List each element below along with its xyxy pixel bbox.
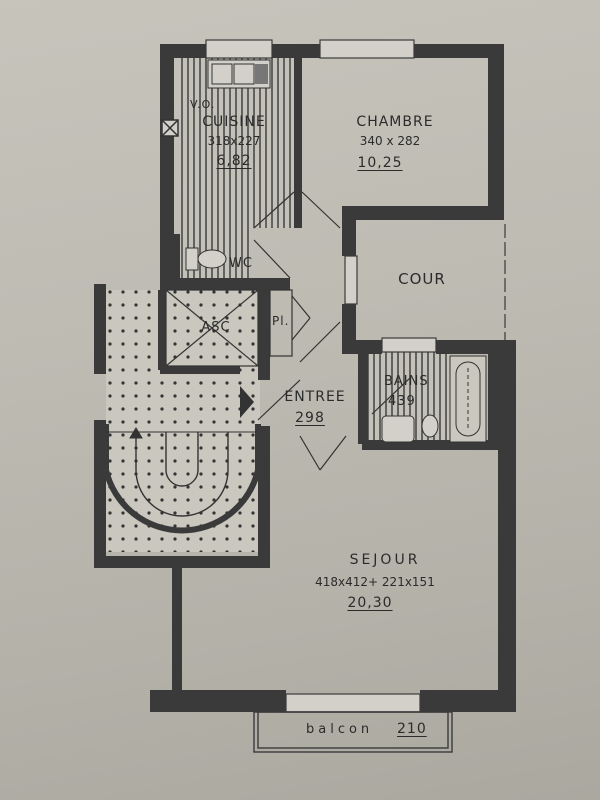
sejour-name: SEJOUR (349, 552, 421, 568)
kitchen-sink (207, 59, 271, 89)
balcony-outline (253, 711, 453, 753)
cuisine-name: CUISINE (202, 114, 266, 130)
vo-label: V.O. (190, 98, 216, 111)
washbasin-icon (381, 415, 415, 443)
entree-area: 298 (295, 410, 325, 426)
sejour-dims: 418x412+ 221x151 (315, 575, 435, 589)
windows (205, 39, 437, 713)
entree-name: ENTREE (284, 389, 346, 405)
cour-name: COUR (398, 270, 446, 288)
balcon-name: balcon (306, 722, 374, 737)
door-swings (253, 191, 411, 471)
balcon-area: 210 (397, 721, 427, 737)
placard-outline (269, 289, 293, 357)
sejour-area: 20,30 (347, 595, 393, 611)
elevator-shaft (165, 289, 259, 367)
vo-shaft-icon (161, 119, 179, 137)
bidet-icon (421, 414, 439, 438)
bathtub-icon (449, 355, 487, 443)
walls (94, 44, 516, 712)
wc-name: WC (229, 256, 253, 271)
chambre-dims: 340 x 282 (359, 134, 421, 148)
chambre-name: CHAMBRE (356, 114, 434, 130)
asc-name: ASC (201, 320, 231, 335)
cuisine-area: 6,82 (216, 153, 252, 169)
chambre-area: 10,25 (357, 155, 403, 171)
placard-name: Pl. (272, 314, 290, 328)
bains-name: BAINS (384, 374, 429, 389)
bains-area: 439 (388, 394, 416, 409)
entry-arrow-icon (240, 386, 254, 418)
stair-curve (103, 424, 261, 534)
toilet-icon (185, 247, 227, 271)
cuisine-dims: 318x227 (207, 134, 261, 148)
